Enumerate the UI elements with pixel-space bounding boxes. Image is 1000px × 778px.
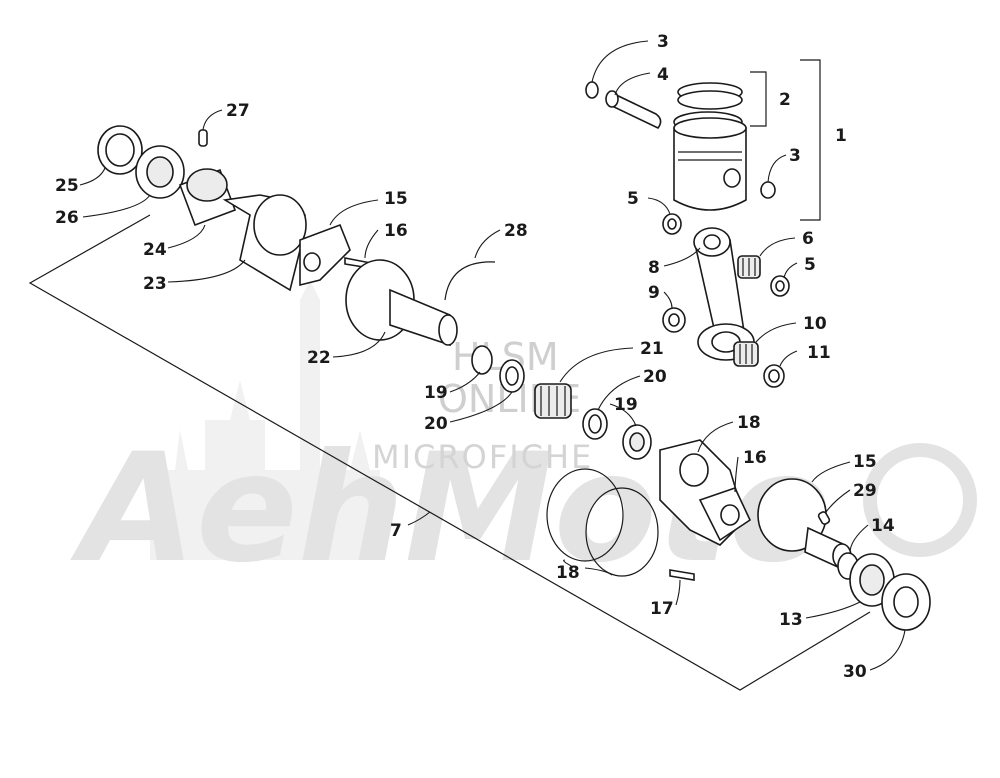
connecting-rod-group (662, 213, 790, 388)
piston-pin (608, 90, 662, 130)
callout-16: 16 (384, 221, 408, 241)
callout-11: 11 (807, 343, 831, 363)
crankshaft-assembly-bracket (28, 214, 871, 691)
right-crank-half (659, 439, 931, 631)
callout-19: 19 (424, 383, 448, 403)
callout-3b: 3 (789, 146, 801, 166)
callout-27: 27 (226, 101, 250, 121)
centre-parts (471, 345, 659, 577)
callout-30: 30 (843, 662, 867, 682)
callout-3: 3 (657, 32, 669, 52)
callout-13: 14 (871, 516, 895, 536)
callout-1: 1 (835, 126, 847, 146)
callout-18: 18 (556, 563, 580, 583)
watermark-line3: MICROFICHE (372, 438, 593, 476)
piston-group (585, 59, 821, 221)
callout-16b: 17 (650, 599, 674, 619)
callout-5b: 5 (804, 255, 816, 275)
callout-20: 20 (643, 367, 667, 387)
callout-25: 25 (55, 176, 79, 196)
callout-15b: 16 (743, 448, 767, 468)
callout-9: 9 (648, 283, 660, 303)
skyline-silhouette (150, 280, 380, 560)
callout-15: 15 (384, 189, 408, 209)
callout-6: 6 (802, 229, 814, 249)
piston (673, 127, 747, 211)
callout-24: 24 (143, 240, 167, 260)
callout-17: 18 (737, 413, 761, 433)
leader-lines (79, 40, 906, 671)
callout-2: 2 (779, 90, 791, 110)
callout-10: 10 (803, 314, 827, 334)
callout-29: 29 (853, 481, 877, 501)
callout-26: 26 (55, 208, 79, 228)
callout-numbers: 3 4 2 1 3 5 6 8 5 9 10 11 27 25 26 24 23… (55, 32, 895, 682)
callout-7: 7 (390, 521, 402, 541)
callout-28: 28 (504, 221, 528, 241)
left-crank-half (97, 125, 496, 347)
callout-12: 13 (779, 610, 803, 630)
callout-19b: 19 (614, 395, 638, 415)
centre-bearing-21 (534, 383, 572, 419)
callout-23: 23 (143, 274, 167, 294)
callout-21: 21 (640, 339, 664, 359)
callout-8: 8 (648, 258, 660, 278)
key-29 (817, 511, 831, 525)
callout-4: 4 (657, 65, 669, 85)
callout-5: 5 (627, 189, 639, 209)
callout-22: 22 (307, 348, 331, 368)
wheel-silhouette (863, 443, 977, 557)
callout-14: 15 (853, 452, 877, 472)
key-27 (198, 129, 208, 147)
callout-20b: 20 (424, 414, 448, 434)
screw-16b (669, 569, 695, 581)
